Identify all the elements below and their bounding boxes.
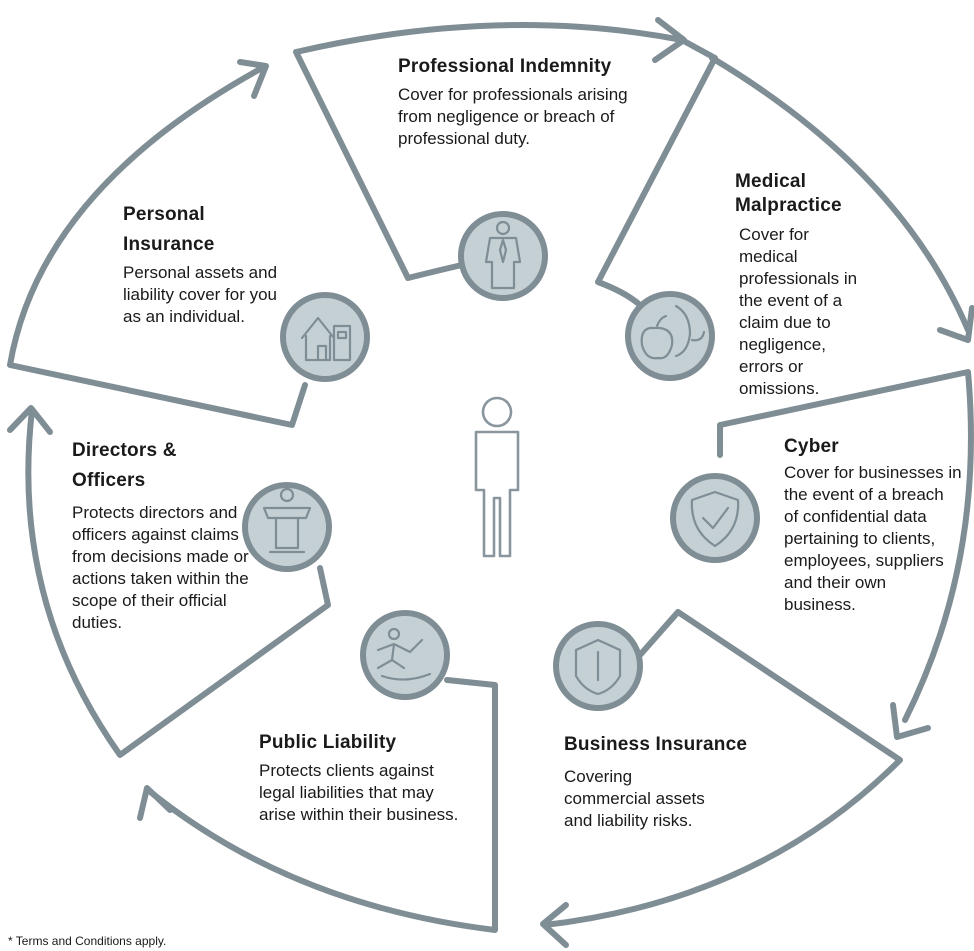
- personal-insurance-description: Personal assets and liability cover for …: [123, 263, 278, 326]
- arrow-personal-insurance: [237, 59, 269, 99]
- arrow-business-insurance: [540, 902, 569, 948]
- segment-professional-indemnity: [293, 22, 718, 308]
- cyber-title: Cyber: [784, 436, 839, 457]
- arrow-public-liability: [137, 785, 173, 821]
- medical-malpractice-block: Medical Malpractice Cover for medical pr…: [735, 170, 867, 400]
- businessman-icon: [458, 211, 548, 301]
- cyber-block: Cyber Cover for businesses in the event …: [784, 432, 962, 616]
- shield-check-icon: [670, 473, 760, 563]
- professional-indemnity-description: Cover for professionals arising from neg…: [398, 85, 628, 148]
- arrow-professional-indemnity: [652, 17, 687, 63]
- person-icon: [474, 396, 520, 558]
- professional-indemnity-block: Professional Indemnity Cover for profess…: [398, 52, 638, 150]
- segment-public-liability: [145, 677, 498, 933]
- directors-officers-description: Protects directors and officers against …: [72, 503, 249, 632]
- house-building-icon: [280, 292, 370, 382]
- personal-insurance-title: Personal Insurance: [123, 204, 215, 255]
- directors-officers-title: Directors & Officers: [72, 440, 177, 491]
- personal-insurance-block: Personal Insurance Personal assets and l…: [123, 200, 288, 328]
- business-insurance-block: Business Insurance Covering commercial a…: [564, 730, 774, 832]
- medical-malpractice-description: Cover for medical professionals in the e…: [739, 225, 858, 398]
- professional-indemnity-title: Professional Indemnity: [398, 56, 612, 77]
- medical-malpractice-title: Medical Malpractice: [735, 171, 842, 216]
- segment-cyber: [717, 369, 974, 723]
- segment-personal-insurance: [7, 65, 308, 428]
- public-liability-block: Public Liability Protects clients agains…: [259, 728, 459, 826]
- arrow-directors-officers: [7, 405, 53, 435]
- segment-medical-malpractice: [709, 55, 971, 333]
- slip-fall-icon: [360, 610, 450, 700]
- segment-business-insurance: [542, 609, 903, 928]
- segment-directors-officers: [25, 407, 331, 758]
- arrow-medical-malpractice: [937, 305, 974, 343]
- business-insurance-title: Business Insurance: [564, 734, 748, 755]
- cyber-description: Cover for businesses in the event of a b…: [784, 463, 962, 614]
- public-liability-title: Public Liability: [259, 732, 397, 753]
- public-liability-description: Protects clients against legal liabiliti…: [259, 761, 459, 824]
- shield-icon: [553, 621, 643, 711]
- podium-speaker-icon: [242, 482, 332, 572]
- footnote: * Terms and Conditions apply.: [8, 934, 167, 948]
- apple-stethoscope-icon: [625, 291, 715, 381]
- directors-officers-block: Directors & Officers Protects directors …: [72, 436, 252, 634]
- business-insurance-description: Covering commercial assets and liability…: [564, 767, 705, 830]
- arrow-cyber: [890, 702, 931, 740]
